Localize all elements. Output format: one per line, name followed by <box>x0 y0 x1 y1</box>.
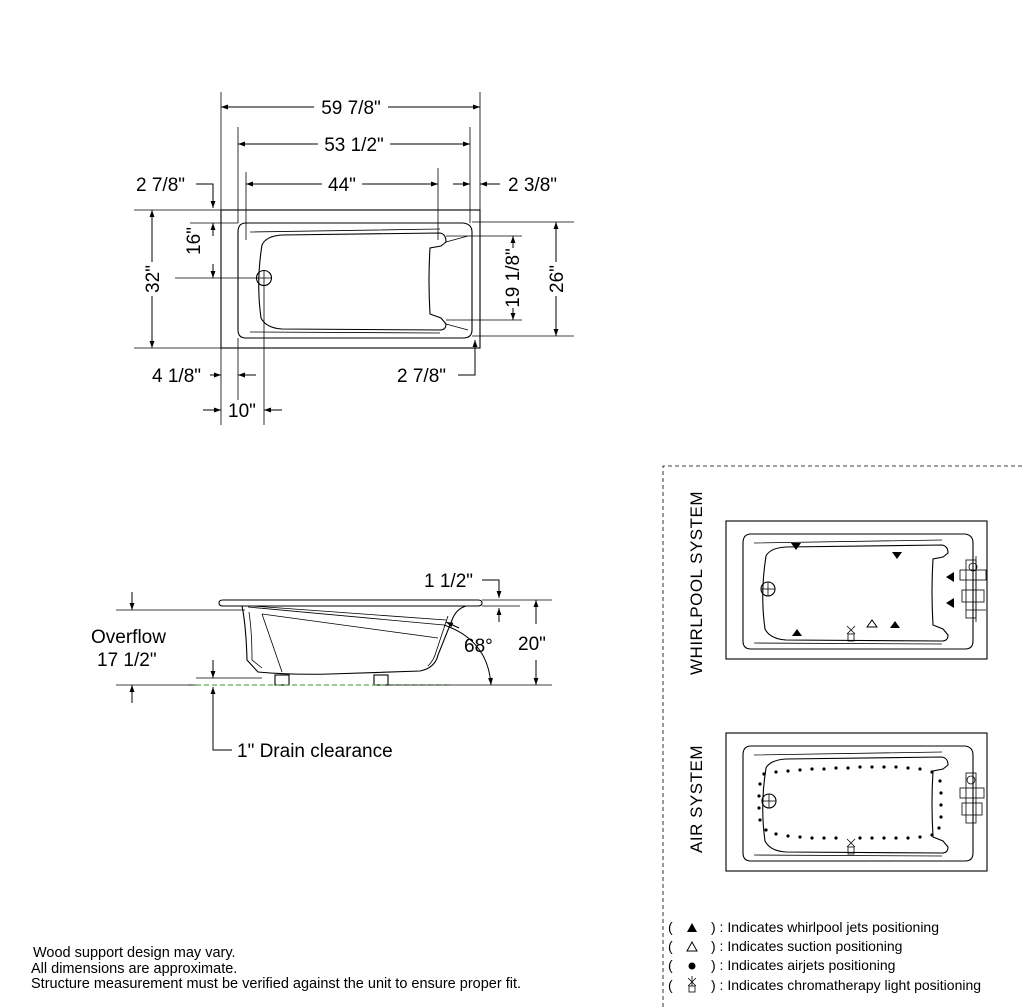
chromatherapy-light-icon <box>687 976 697 993</box>
tub-side-rim <box>218 599 483 607</box>
top-view: 59 7/8" 53 1/2" 44" 2 3/8" 2 7/8" 32" 16… <box>134 92 574 425</box>
svg-text:(: ( <box>668 977 673 993</box>
dim-right-rim: 2 3/8" <box>508 175 557 196</box>
tub-foot-right <box>373 674 389 686</box>
air-chromatherapy-light-icon <box>846 838 856 855</box>
air-system-label: AIR SYSTEM <box>687 745 706 853</box>
note-line-2: All dimensions are approximate. <box>31 961 237 977</box>
svg-text:(: ( <box>668 919 673 935</box>
dim-bottom-length: 44" <box>328 175 356 196</box>
dim-drain-from-end: 10" <box>228 401 256 422</box>
whirlpool-jet-icon <box>946 572 954 582</box>
filled-dot-icon <box>688 962 696 970</box>
tub-outer-rim <box>220 209 481 349</box>
dim-back-angle: 68° <box>464 636 493 657</box>
whirlpool-jet-icon <box>946 598 954 608</box>
dim-inner-length: 53 1/2" <box>324 135 384 156</box>
whirlpool-tub-outline <box>725 520 988 660</box>
whirlpool-drain-icon <box>760 581 776 597</box>
note-line-1: Wood support design may vary. <box>33 945 236 961</box>
tub-side-shell <box>241 605 467 675</box>
side-view: 1 1/2" 20" 68° Overflow 17 1/2" 1" Drain… <box>91 571 552 762</box>
legend: ( ) : Indicates whirlpool jets positioni… <box>668 919 981 993</box>
whirlpool-pump-icon <box>959 556 987 622</box>
chromatherapy-light-icon <box>846 625 856 642</box>
filled-triangle-icon <box>687 923 697 932</box>
dim-right-rim-bottom: 2 7/8" <box>397 366 446 387</box>
whirlpool-jet-icon <box>892 552 902 559</box>
svg-text:(: ( <box>668 938 673 954</box>
air-drain-icon <box>761 793 777 809</box>
dim-total-height: 20" <box>518 634 546 655</box>
whirlpool-jet-icon <box>791 543 801 550</box>
suction-icon <box>866 619 878 628</box>
legend-airjets: ) : Indicates airjets positioning <box>711 957 895 973</box>
legend-suction: ) : Indicates suction positioning <box>711 938 902 954</box>
dim-rim-height: 1 1/2" <box>424 571 473 592</box>
drain-icon <box>255 269 273 287</box>
air-blower-icon <box>959 772 985 824</box>
overflow-label: Overflow <box>91 627 166 648</box>
whirlpool-system-label: WHIRLPOOL SYSTEM <box>687 491 706 675</box>
tub-inner-basin <box>237 222 473 339</box>
systems-panel: WHIRLPOOL SYSTEM <box>662 465 1024 1007</box>
dim-inner-width: 26" <box>547 265 568 293</box>
note-line-3: Structure measurement must be verified a… <box>31 976 521 992</box>
dim-left-rim-bottom: 4 1/8" <box>152 366 201 387</box>
tub-floor <box>258 232 447 331</box>
dim-overall-length: 59 7/8" <box>321 98 381 119</box>
svg-text:(: ( <box>668 957 673 973</box>
dim-drain-offset: 16" <box>184 227 205 255</box>
airjet-dots <box>757 765 943 840</box>
notes: Wood support design may vary. All dimens… <box>31 945 521 992</box>
air-tub-outline <box>725 732 988 872</box>
legend-chromatherapy: ) : Indicates chromatherapy light positi… <box>711 977 981 993</box>
whirlpool-jet-icon <box>890 621 900 628</box>
hollow-triangle-icon <box>686 940 698 952</box>
dim-overall-width: 32" <box>143 265 164 293</box>
dim-bottom-width: 19 1/8" <box>503 248 524 308</box>
overflow-height: 17 1/2" <box>97 650 157 671</box>
legend-whirlpool: ) : Indicates whirlpool jets positioning <box>711 919 939 935</box>
whirlpool-jet-icon <box>792 629 802 636</box>
dim-left-rim-top: 2 7/8" <box>136 175 185 196</box>
tub-foot-left <box>274 674 290 686</box>
drain-clearance-label: 1" Drain clearance <box>237 741 393 762</box>
